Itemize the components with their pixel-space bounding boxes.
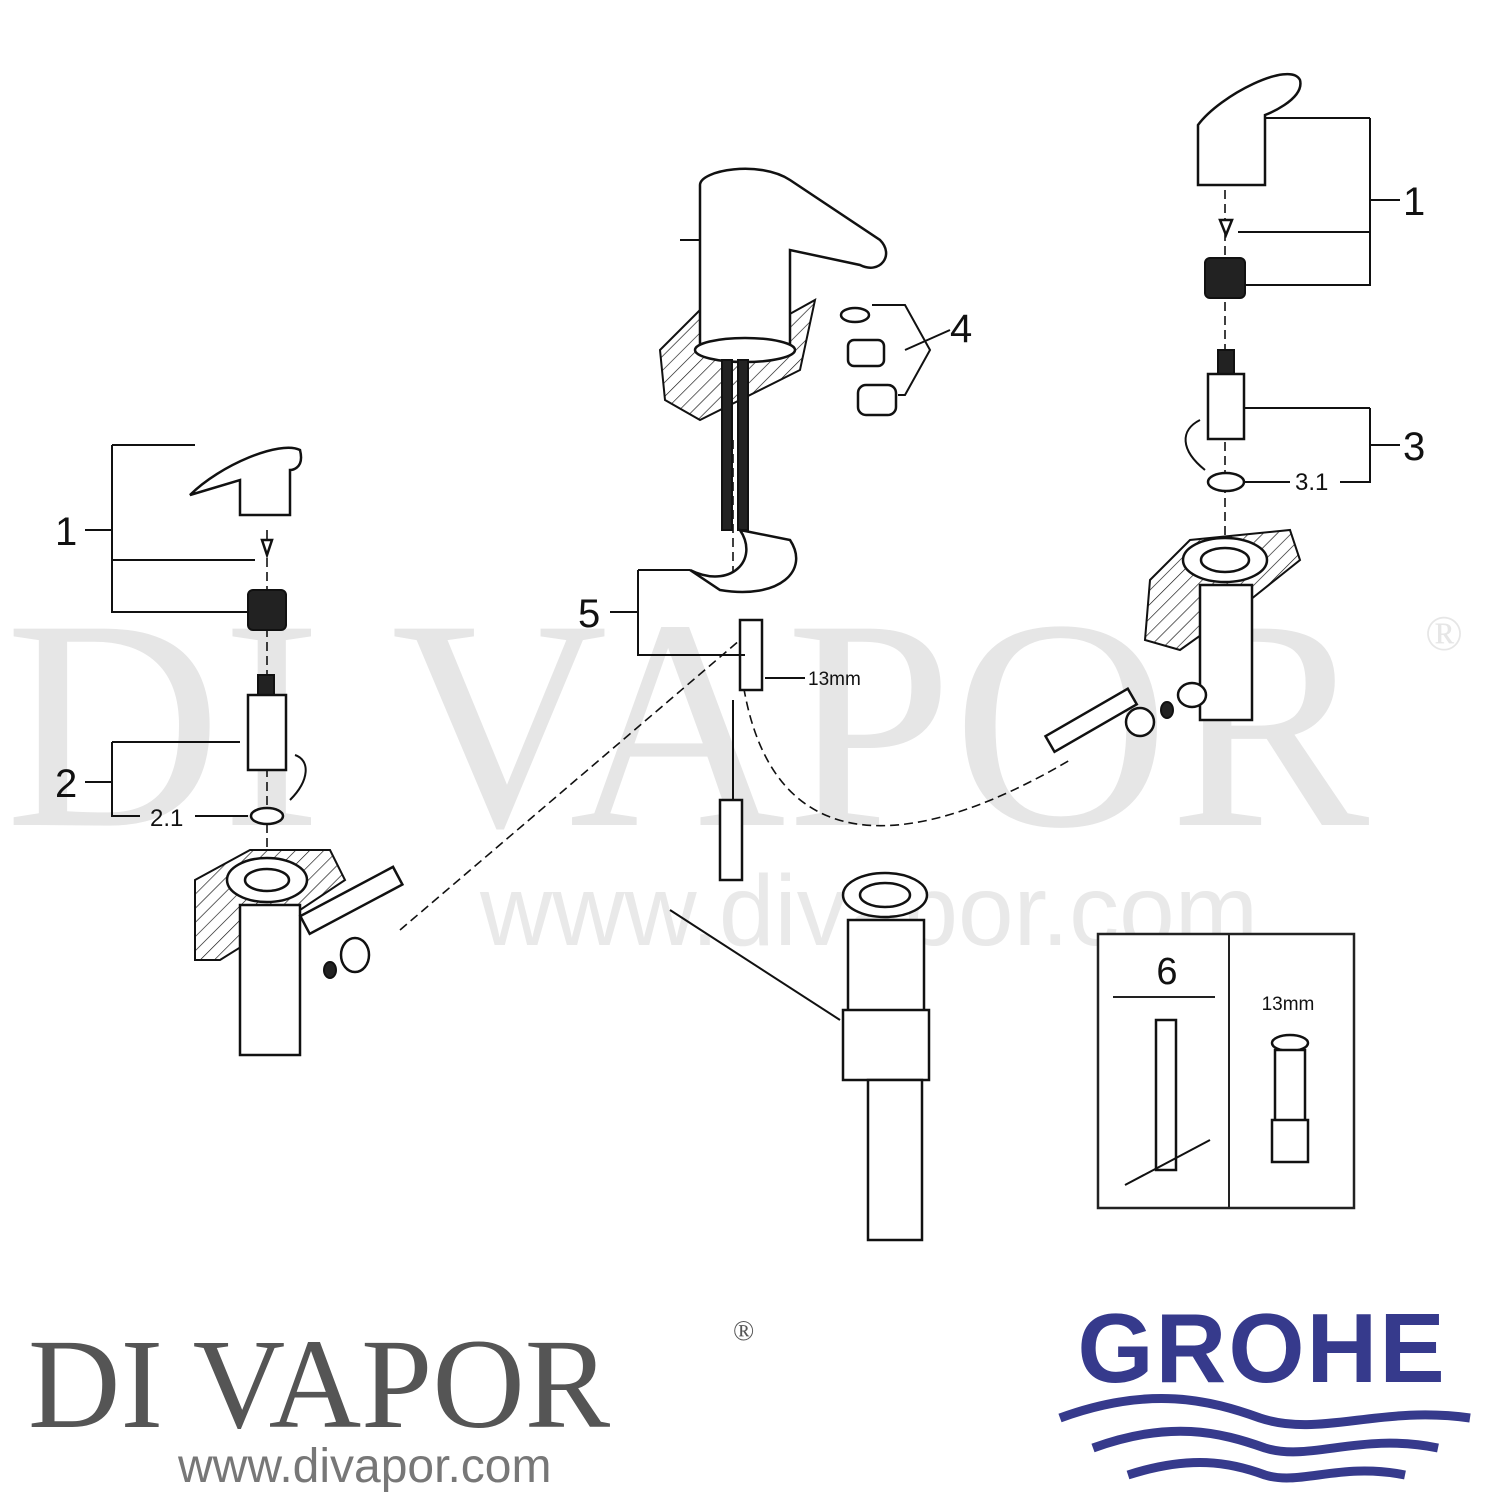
tool-socket-size: 13mm (1262, 994, 1315, 1015)
callout-5: 5 (578, 592, 600, 636)
basin-mixer-spout (658, 167, 888, 531)
tool-box: 6 13mm (1096, 932, 1356, 1210)
tool-label-6: 6 (1156, 951, 1177, 993)
callout-13mm: 13mm (808, 669, 861, 690)
footer-registered: ® (733, 1316, 754, 1347)
lift-rod-parts (610, 528, 841, 1021)
aerator-parts (839, 304, 951, 417)
callout-left-2: 2 (55, 762, 77, 806)
footer-url: www.divapor.com (177, 1440, 551, 1493)
grohe-logo: GROHE (1058, 1293, 1471, 1483)
callout-left-2-1: 2.1 (150, 805, 183, 832)
callout-right-3: 3 (1403, 425, 1425, 469)
callout-4: 4 (950, 307, 972, 351)
right-valve-parts (1043, 73, 1400, 754)
callout-right-1: 1 (1403, 180, 1425, 224)
grohe-wordmark: GROHE (1077, 1293, 1446, 1403)
callout-right-3-1: 3.1 (1295, 469, 1328, 496)
divapor-logo: DI VAPOR ® www.divapor.com (28, 1313, 754, 1493)
pop-up-waste (841, 871, 931, 1242)
callout-left-1: 1 (55, 510, 77, 554)
footer-brand: DI VAPOR (28, 1313, 611, 1455)
left-valve-parts (85, 444, 405, 1057)
